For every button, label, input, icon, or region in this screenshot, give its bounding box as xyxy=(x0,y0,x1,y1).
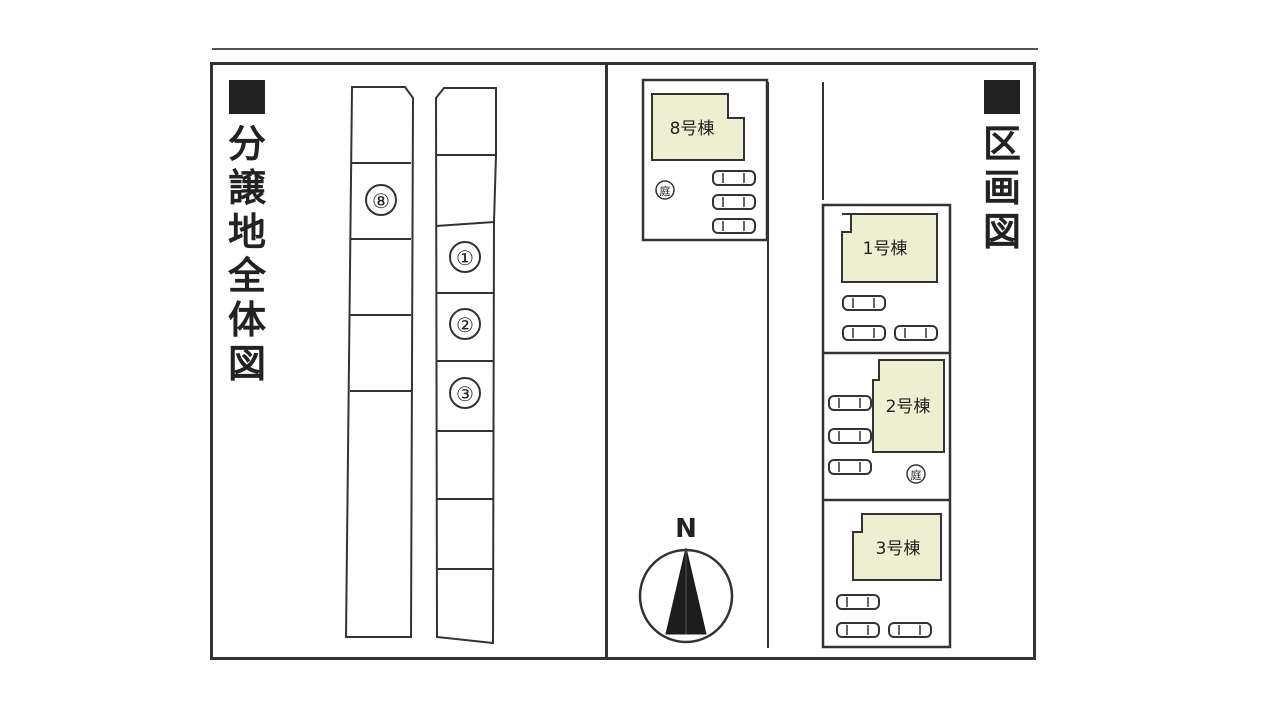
overview-heading: 分 譲 地 全 体 図 xyxy=(228,80,266,386)
parking-car-icon xyxy=(712,218,756,234)
lot-plan-heading: 区 画 図 xyxy=(983,80,1021,254)
parking-car-icon xyxy=(828,395,872,411)
heading-square-icon xyxy=(984,80,1020,114)
lot-8-plan: 8号棟 庭 xyxy=(641,78,769,242)
lot-plan-heading-char: 区 xyxy=(983,122,1022,166)
building-8-label: 8号棟 xyxy=(670,119,715,139)
lot-3-plan: 3号棟 xyxy=(836,513,942,638)
parking-car-icon xyxy=(842,325,886,341)
overview-heading-char: 図 xyxy=(228,342,267,386)
lot-1-number: ① xyxy=(456,246,474,270)
parking-car-icon xyxy=(712,170,756,186)
overview-lot-8: ⑧ xyxy=(365,184,397,216)
lot-1-plan: 1号棟 xyxy=(841,213,938,341)
overview-lot-1: ① xyxy=(449,241,481,273)
overview-lot-3: ③ xyxy=(449,377,481,409)
overview-left-strip xyxy=(344,86,415,638)
building-2-label: 2号棟 xyxy=(886,397,931,417)
north-compass-icon: N xyxy=(638,514,734,644)
lot-plan-heading-char: 画 xyxy=(983,166,1022,210)
panel-divider xyxy=(605,62,608,660)
garden-icon xyxy=(906,464,926,484)
overview-lot-2: ② xyxy=(449,308,481,340)
lot-3-number: ③ xyxy=(456,382,474,406)
overview-heading-char: 譲 xyxy=(228,166,267,210)
parking-car-icon xyxy=(888,622,932,638)
parking-car-icon xyxy=(828,428,872,444)
parking-car-icon xyxy=(842,295,886,311)
garden-label: 庭 xyxy=(660,184,671,198)
lot-2-plan: 2号棟 庭 xyxy=(828,359,945,484)
overview-right-strip xyxy=(434,87,497,645)
lot-plan-heading-char: 図 xyxy=(983,210,1022,254)
top-rule xyxy=(212,48,1038,50)
map-frame xyxy=(210,62,1036,660)
garden-icon xyxy=(655,180,675,200)
parking-car-icon xyxy=(712,194,756,210)
heading-square-icon xyxy=(229,80,265,114)
parking-car-icon xyxy=(894,325,938,341)
parking-car-icon xyxy=(836,594,880,610)
garden-label: 庭 xyxy=(911,468,922,482)
overview-heading-char: 体 xyxy=(228,298,267,342)
building-3-label: 3号棟 xyxy=(876,539,921,559)
lot-8-number: ⑧ xyxy=(372,189,390,213)
parking-car-icon xyxy=(836,622,880,638)
overview-heading-char: 全 xyxy=(228,254,267,298)
compass-north-label: N xyxy=(675,514,697,544)
lot-2-number: ② xyxy=(456,313,474,337)
overview-heading-char: 分 xyxy=(228,122,267,166)
parking-car-icon xyxy=(828,459,872,475)
overview-heading-char: 地 xyxy=(228,210,267,254)
building-1-label: 1号棟 xyxy=(863,239,908,259)
